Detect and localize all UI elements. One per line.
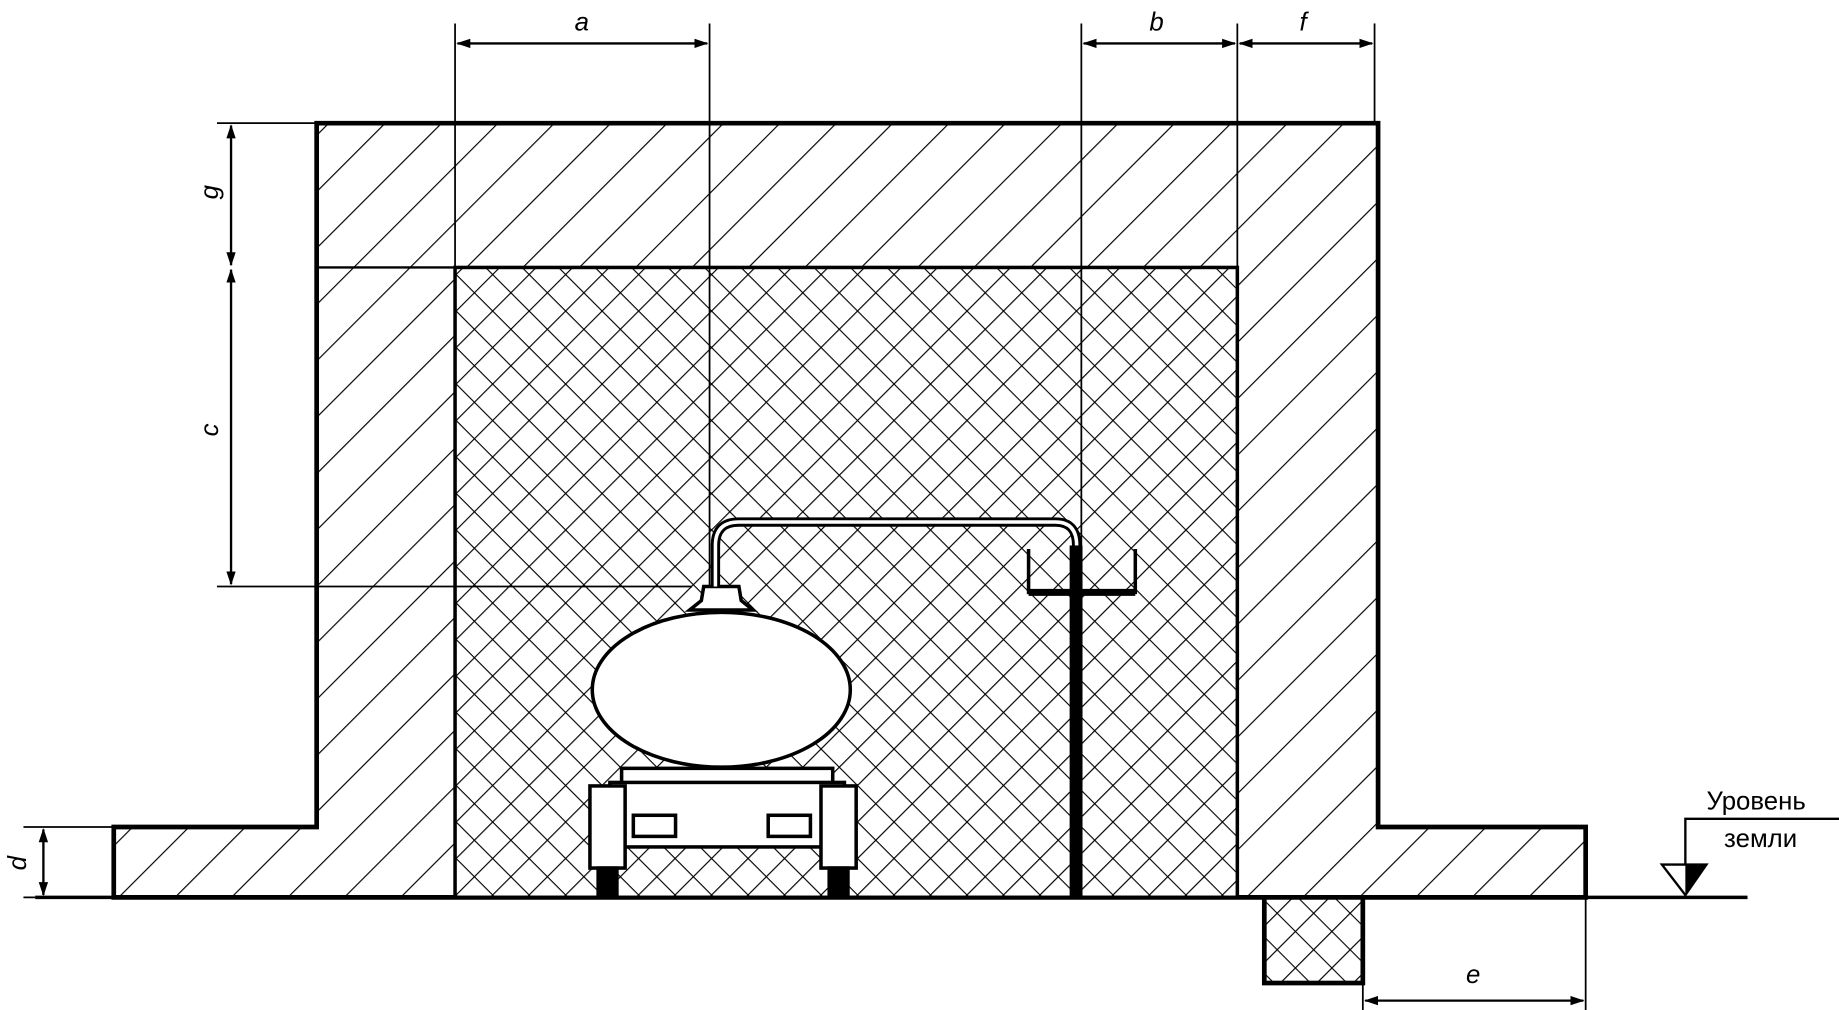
ground-level-label-line1: Уровень xyxy=(1706,787,1805,815)
loading-post-icon xyxy=(1026,545,1138,898)
label-a: a xyxy=(575,8,589,36)
ground-level-label-line2: земли xyxy=(1724,825,1797,853)
label-b: b xyxy=(1149,8,1163,36)
label-c: c xyxy=(196,423,224,436)
tank-truck-icon xyxy=(588,517,1082,900)
label-e: e xyxy=(1466,961,1480,989)
label-f: f xyxy=(1299,8,1309,36)
label-g: g xyxy=(196,184,224,199)
label-d: d xyxy=(4,854,32,870)
ground-level-marker-icon xyxy=(1659,817,1839,898)
